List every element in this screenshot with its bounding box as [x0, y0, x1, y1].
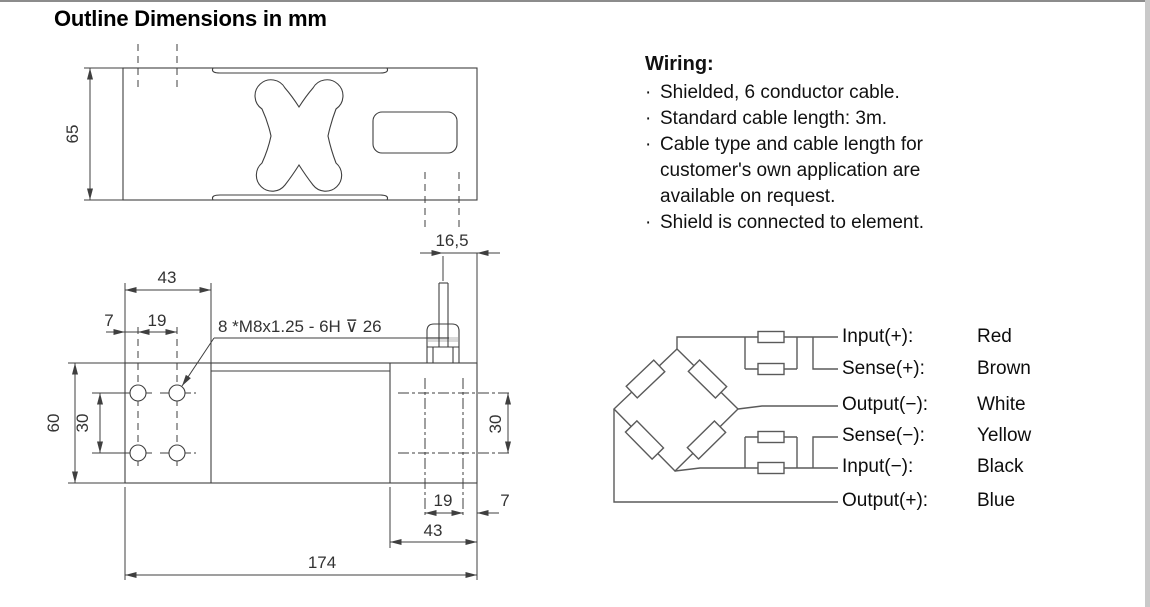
wire-label-input-plus: Input(+): Red	[842, 326, 1012, 348]
spring-cutout	[254, 79, 344, 192]
compensation-resistor	[757, 430, 785, 444]
dim-total-length: 174	[308, 553, 336, 572]
wire-label-input-minus: Input(−): Black	[842, 456, 1023, 478]
wire-label-sense-plus: Sense(+): Brown	[842, 358, 1031, 380]
dim-hole-edge-left: 7	[104, 311, 113, 330]
input-minus-wire	[674, 467, 838, 472]
side-view-body	[124, 362, 478, 484]
wire-color: White	[977, 394, 1026, 415]
top-view-body	[122, 67, 478, 201]
top-slot-lower	[211, 194, 389, 201]
wire-label-output-minus: Output(−): White	[842, 394, 1026, 416]
threaded-hole	[129, 384, 147, 402]
wiring-bullet-text: Shielded, 6 conductor cable.	[660, 82, 900, 103]
wire-color: Blue	[977, 490, 1016, 511]
nameplate-recess	[372, 111, 458, 154]
bridge-diamond	[613, 348, 739, 472]
wire-function: Output(−):	[842, 394, 929, 415]
compensation-resistor	[757, 461, 785, 475]
bullet-dot: ·	[645, 82, 652, 103]
top-slot-upper	[211, 67, 389, 74]
sense-minus-wire	[812, 436, 838, 468]
output-plus-wire	[613, 409, 838, 503]
wiring-bullet-text: Standard cable length: 3m.	[660, 108, 888, 129]
threaded-hole	[129, 444, 147, 462]
wire-color: Brown	[977, 358, 1031, 379]
wire-function: Input(+):	[842, 326, 914, 347]
wire-color: Black	[977, 456, 1024, 477]
wire-label-sense-minus: Sense(−): Yellow	[842, 425, 1031, 447]
strain-gauge	[687, 358, 728, 400]
wiring-notes: Wiring: · Shielded, 6 conductor cable. ·…	[645, 53, 975, 236]
leader-line	[181, 337, 215, 387]
dim-cable-offset: 16,5	[435, 231, 468, 250]
bullet-dot: ·	[645, 108, 652, 129]
side-view-drawing: 16,5 43 7 19 8 *M8x1.25 - 6H ⊽ 26 60 30	[44, 231, 512, 580]
dim-hole-edge-right: 7	[500, 491, 509, 510]
dim-body-width: 60	[44, 414, 63, 433]
wiring-bullet-text: Cable type and cable length for customer…	[660, 134, 924, 207]
strain-gauge	[624, 419, 665, 461]
wiring-heading: Wiring:	[645, 53, 714, 75]
gland-shading	[428, 337, 458, 342]
bullet-dot: ·	[645, 134, 652, 155]
output-minus-wire	[737, 405, 838, 410]
wire-color: Yellow	[977, 425, 1032, 446]
strain-gauge	[686, 419, 727, 461]
dim-top-width: 65	[63, 125, 82, 144]
dim-hole-pitch-vert-left: 30	[73, 414, 92, 433]
compensation-resistor	[757, 362, 785, 376]
page-title: Outline Dimensions in mm	[54, 6, 327, 31]
thread-note: 8 *M8x1.25 - 6H ⊽ 26	[218, 317, 382, 336]
bridge-circuit-diagram	[613, 330, 838, 503]
dim-block-right: 43	[424, 521, 443, 540]
bullet-dot: ·	[645, 212, 652, 233]
strain-gauge	[625, 359, 666, 399]
wiring-bullet: · Cable type and cable length for custom…	[645, 132, 975, 210]
wiring-bullet: · Shield is connected to element.	[645, 210, 975, 236]
wire-function: Input(−):	[842, 456, 914, 477]
sense-plus-wire	[812, 337, 838, 370]
wire-function: Sense(+):	[842, 358, 925, 379]
dim-hole-pitch-left: 19	[148, 311, 167, 330]
page-top-rule	[0, 0, 1150, 2]
threaded-hole	[168, 384, 186, 402]
wire-label-output-plus: Output(+): Blue	[842, 490, 1015, 512]
wire-function: Sense(−):	[842, 425, 925, 446]
page-right-rule	[1145, 0, 1150, 607]
wiring-bullet: · Shielded, 6 conductor cable.	[645, 80, 975, 106]
dim-hole-pitch-right: 19	[434, 491, 453, 510]
threaded-hole	[168, 444, 186, 462]
wire-function: Output(+):	[842, 490, 929, 511]
cable-gland-body	[426, 323, 460, 364]
wiring-bullet-text: Shield is connected to element.	[660, 212, 925, 233]
dim-block-left: 43	[158, 268, 177, 287]
wiring-bullet: · Standard cable length: 3m.	[645, 106, 975, 132]
compensation-resistor	[757, 330, 785, 344]
top-view-drawing: 65	[63, 44, 478, 227]
wire-color: Red	[977, 326, 1012, 347]
dim-hole-pitch-vert-right: 30	[486, 415, 505, 434]
